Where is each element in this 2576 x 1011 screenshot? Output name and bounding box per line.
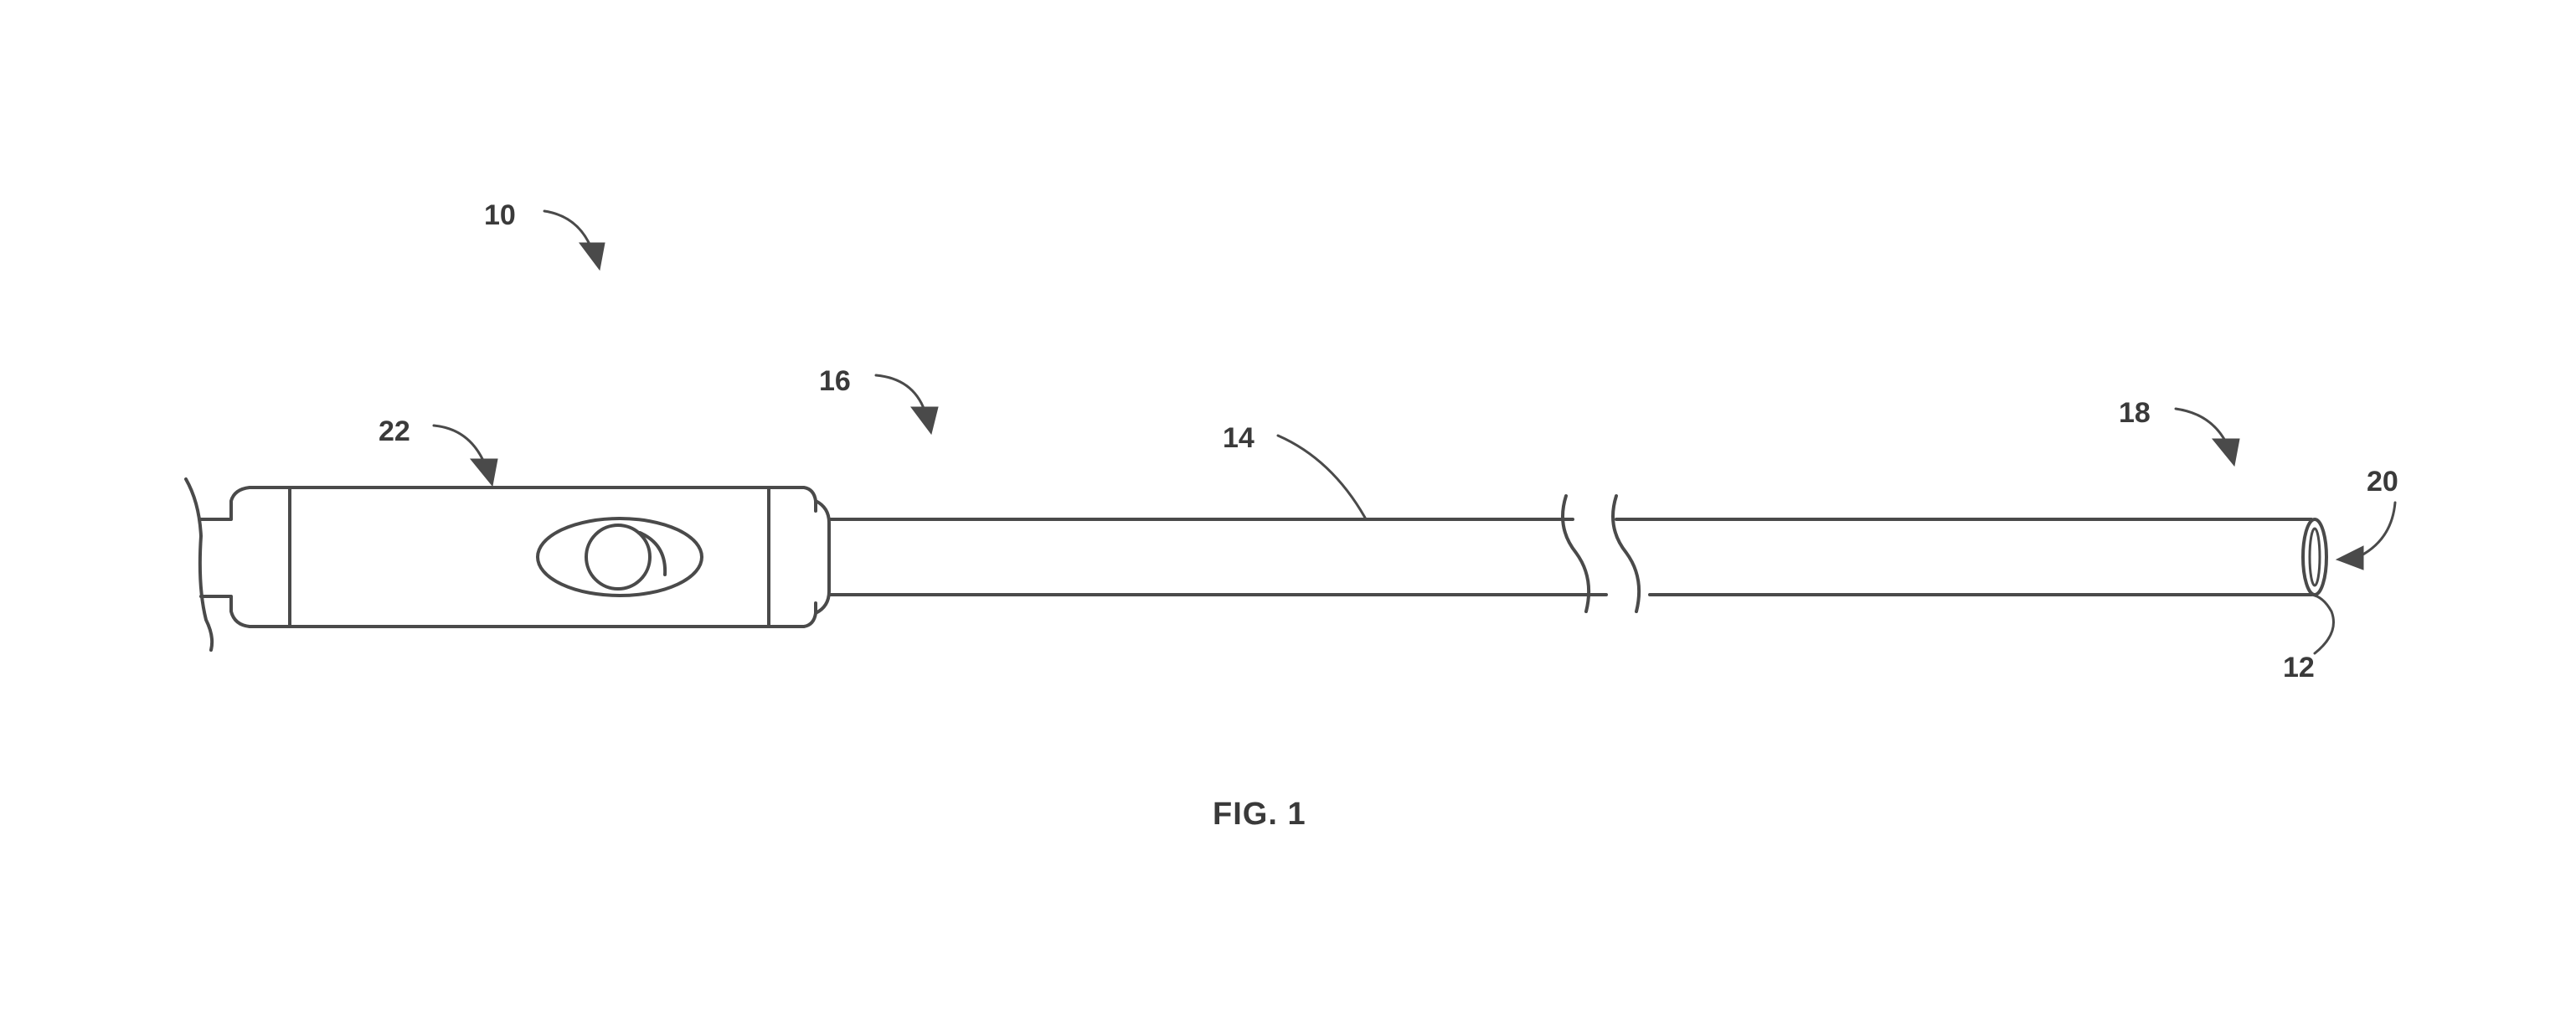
leader-curve-22 [432, 424, 486, 464]
leader-22: 22 [379, 415, 498, 487]
leader-curve-16 [874, 374, 926, 412]
handle-collar [814, 499, 831, 615]
arrowhead-16 [910, 406, 939, 436]
break-line-left [1561, 494, 1591, 613]
ref-label-22: 22 [379, 415, 410, 447]
distal-tip-opening [2301, 518, 2328, 596]
ref-label-10: 10 [484, 199, 516, 231]
handle-bottom-edge [288, 601, 817, 628]
leader-18: 18 [2119, 397, 2240, 467]
arrowhead-20 [2335, 545, 2364, 570]
arrowhead-22 [469, 458, 498, 487]
distal-tip-lumen [2308, 527, 2321, 587]
leader-curve-20 [2358, 501, 2397, 558]
button-knob-shadow [638, 531, 667, 576]
button-knob [585, 524, 652, 591]
button-housing [536, 517, 703, 597]
proximal-connector [199, 486, 291, 628]
leader-10: 10 [484, 199, 605, 271]
arrowhead-10 [579, 242, 605, 271]
leader-12: 12 [2283, 593, 2335, 683]
leader-14: 14 [1223, 422, 1367, 519]
ref-label-20: 20 [2367, 466, 2398, 498]
handle-top-edge [288, 486, 817, 513]
ref-label-14: 14 [1223, 422, 1255, 454]
leader-curve-18 [2174, 407, 2228, 444]
leader-line-12 [2310, 593, 2335, 655]
break-line-right [1611, 494, 1641, 613]
figure-caption: FIG. 1 [1213, 797, 1306, 832]
leader-line-14 [1276, 434, 1367, 519]
ref-label-18: 18 [2119, 397, 2151, 429]
leader-20: 20 [2335, 466, 2398, 570]
leader-curve-10 [543, 209, 593, 250]
cable-break-line [184, 477, 214, 652]
ref-label-16: 16 [819, 365, 851, 397]
arrowhead-18 [2211, 438, 2240, 467]
ref-label-12: 12 [2283, 652, 2315, 683]
device-drawing [184, 477, 2328, 652]
leader-16: 16 [819, 365, 939, 436]
